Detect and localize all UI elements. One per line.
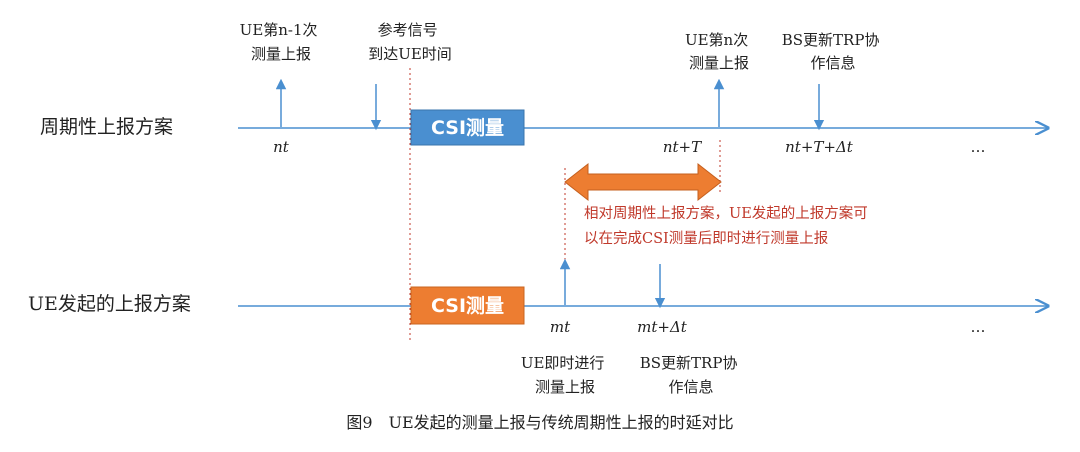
bs-update-bottom-line-1: BS更新TRP协 bbox=[640, 354, 738, 372]
bs-update-bottom-line-2: 作信息 bbox=[668, 378, 713, 396]
figure-caption: 图9 UE发起的测量上报与传统周期性上报的时延对比 bbox=[346, 413, 733, 432]
comparison-note-line-2: 以在完成CSI测量后即时进行测量上报 bbox=[584, 230, 828, 247]
reference-signal-line-1: 参考信号 bbox=[378, 21, 438, 39]
ue-initiated-row-label: UE发起的上报方案 bbox=[28, 293, 191, 315]
bs-update-top-annotation: BS更新TRP协 作信息 bbox=[782, 31, 884, 72]
latency-double-arrow bbox=[564, 162, 722, 202]
mt-plus-delta-label: mt+Δt bbox=[637, 318, 688, 336]
nt-plus-T-delta-label: nt+T+Δt bbox=[785, 138, 854, 156]
periodic-csi-box bbox=[410, 109, 525, 146]
bs-update-top-line-2: 作信息 bbox=[810, 54, 855, 72]
ue-n-annotation: UE第n次 测量上报 bbox=[685, 31, 753, 72]
ue-n-minus-1-line-2: 测量上报 bbox=[251, 45, 311, 63]
ue-csi-box-label: CSI测量 bbox=[431, 295, 504, 317]
ue-immediate-line-1: UE即时进行 bbox=[521, 354, 605, 372]
bs-update-bottom-annotation: BS更新TRP协 作信息 bbox=[640, 354, 742, 396]
periodic-row-label: 周期性上报方案 bbox=[40, 116, 173, 138]
ue-n-minus-1-annotation: UE第n-1次 测量上报 bbox=[240, 21, 323, 63]
ue-immediate-annotation: UE即时进行 测量上报 bbox=[521, 354, 609, 396]
comparison-note-line-1: 相对周期性上报方案，UE发起的上报方案可 bbox=[584, 204, 868, 222]
ue-n-line-2: 测量上报 bbox=[689, 54, 749, 72]
ellipsis-bottom: … bbox=[971, 318, 986, 336]
nt-label: nt bbox=[273, 138, 290, 156]
periodic-csi-box-label: CSI测量 bbox=[431, 117, 504, 139]
ue-n-line-1: UE第n次 bbox=[685, 31, 748, 49]
comparison-note: 相对周期性上报方案，UE发起的上报方案可 以在完成CSI测量后即时进行测量上报 bbox=[584, 204, 872, 247]
mt-label: mt bbox=[550, 318, 571, 336]
ue-n-minus-1-line-1: UE第n-1次 bbox=[240, 21, 318, 39]
ue-csi-box bbox=[410, 286, 525, 325]
reference-signal-annotation: 参考信号 到达UE时间 bbox=[368, 21, 452, 63]
bs-update-top-line-1: BS更新TRP协 bbox=[782, 31, 880, 49]
ue-immediate-line-2: 测量上报 bbox=[535, 378, 595, 396]
ellipsis-top: … bbox=[971, 138, 986, 156]
reference-signal-line-2: 到达UE时间 bbox=[368, 45, 452, 63]
nt-plus-T-label: nt+T bbox=[663, 138, 702, 156]
